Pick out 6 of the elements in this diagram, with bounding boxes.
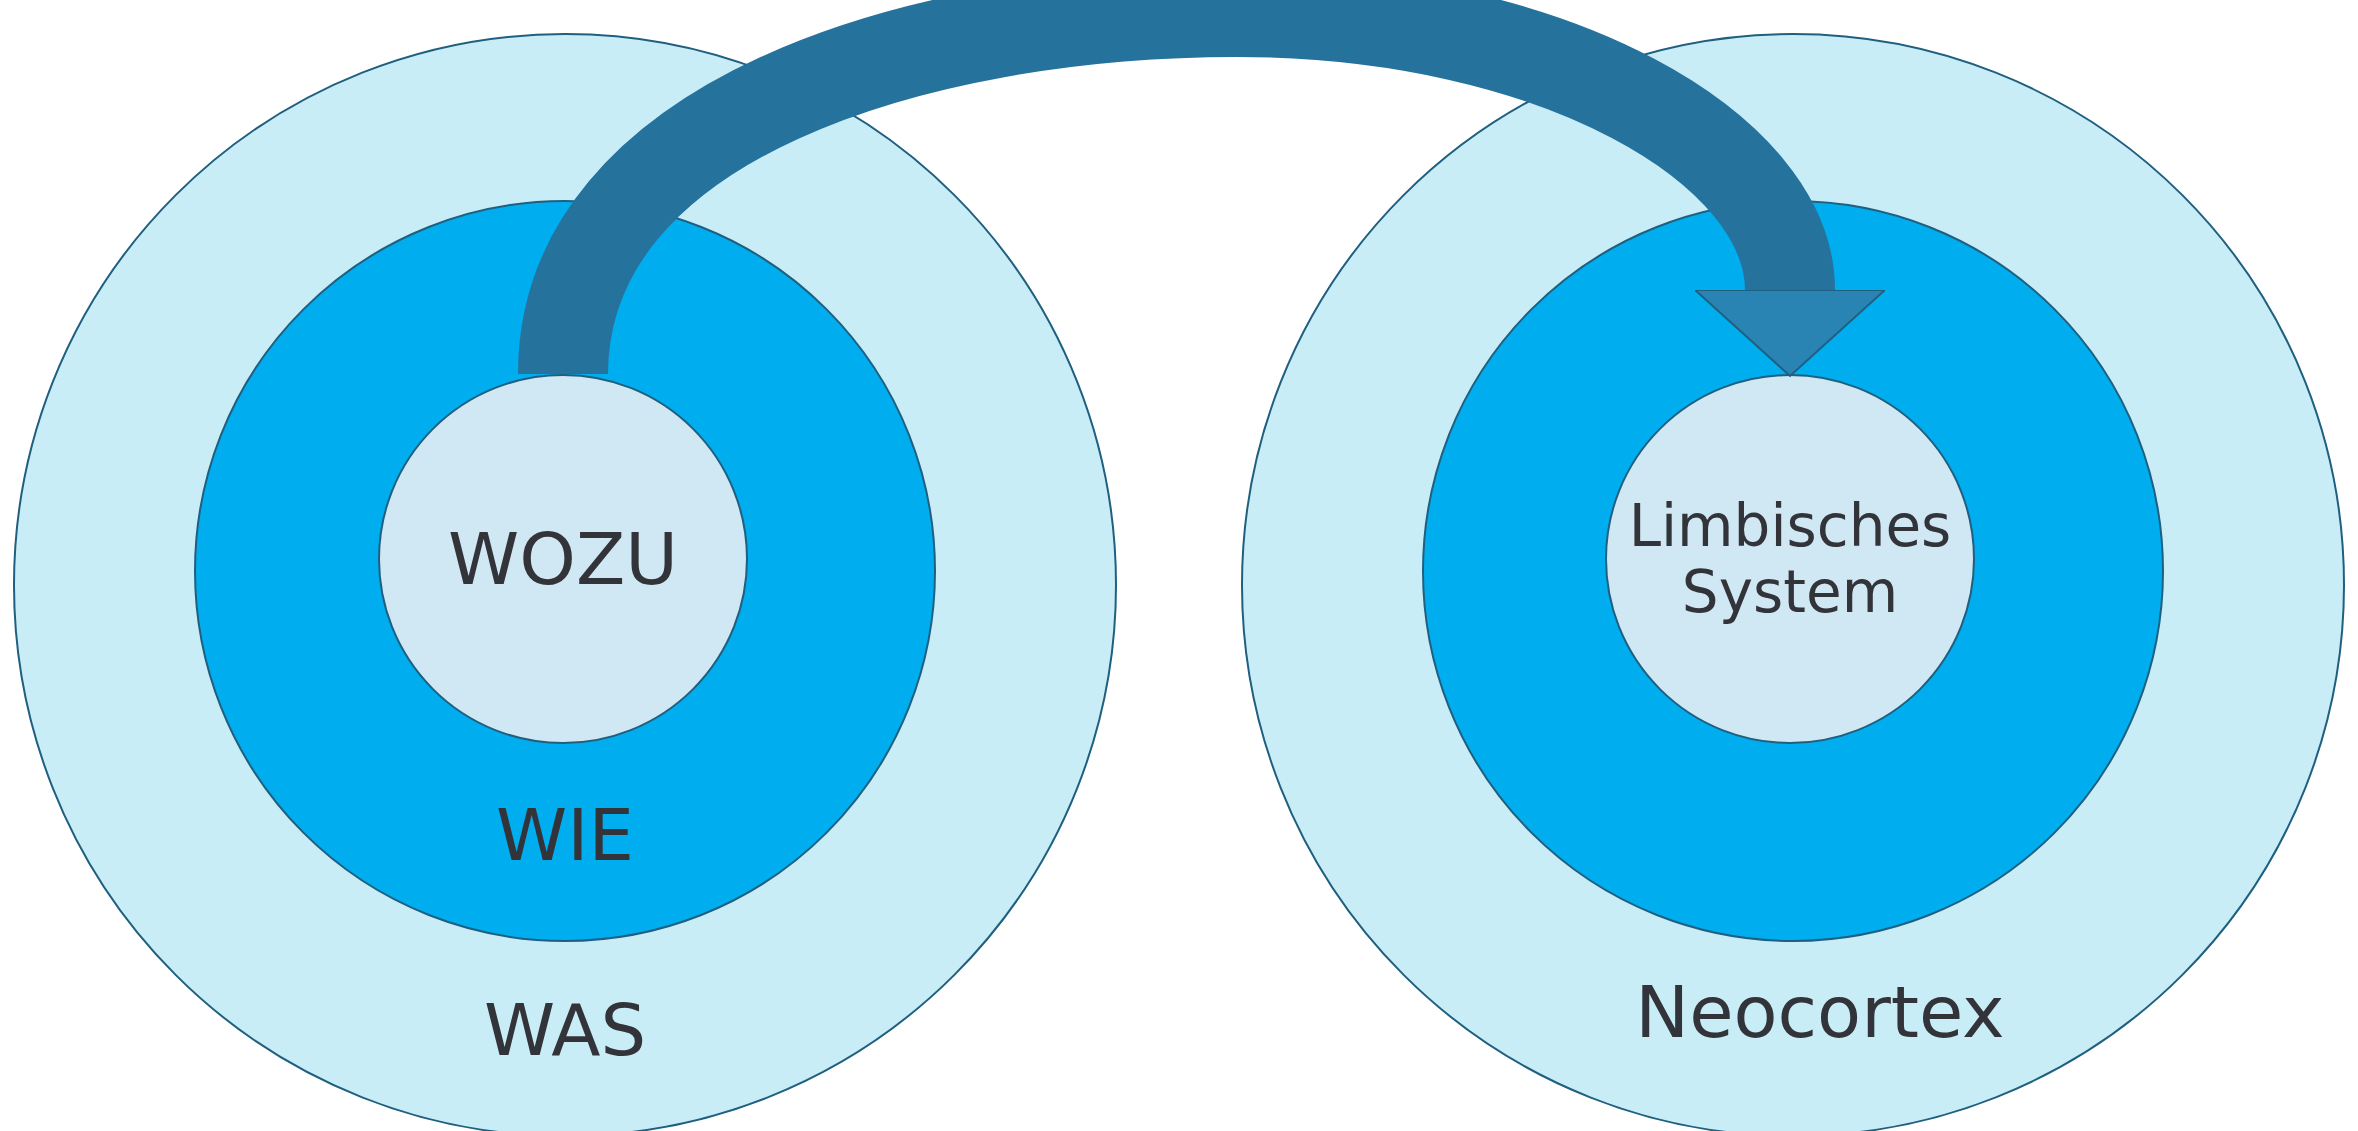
circle-label: WAS: [482, 988, 648, 1072]
circle-label: Neocortex: [1634, 970, 2006, 1054]
circle-label: WIE: [495, 793, 635, 877]
curved-arrow: [518, 0, 1886, 380]
circle-label: Limbisches System: [1627, 492, 1953, 626]
circle-label: WOZU: [447, 517, 679, 601]
